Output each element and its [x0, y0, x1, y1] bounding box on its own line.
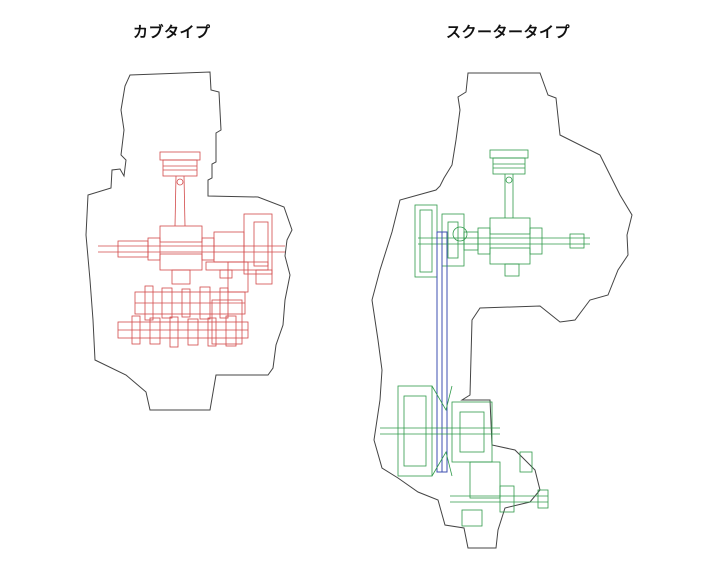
cub-piston	[159, 151, 201, 227]
cub-crankshaft	[98, 213, 285, 285]
scooter-engine-diagram	[371, 72, 633, 549]
scooter-crankshaft	[414, 204, 590, 278]
scooter-piston	[489, 149, 529, 218]
cub-engine-diagram	[85, 71, 293, 411]
scooter-final-drive	[380, 385, 549, 527]
scooter-type-title: スクータータイプ	[446, 23, 571, 41]
scooter-case-outline	[371, 72, 633, 549]
cub-case-outline	[85, 71, 293, 411]
cub-transmission	[117, 261, 249, 348]
cub-type-title: カブタイプ	[133, 23, 211, 41]
scooter-drive-belt	[436, 231, 448, 473]
